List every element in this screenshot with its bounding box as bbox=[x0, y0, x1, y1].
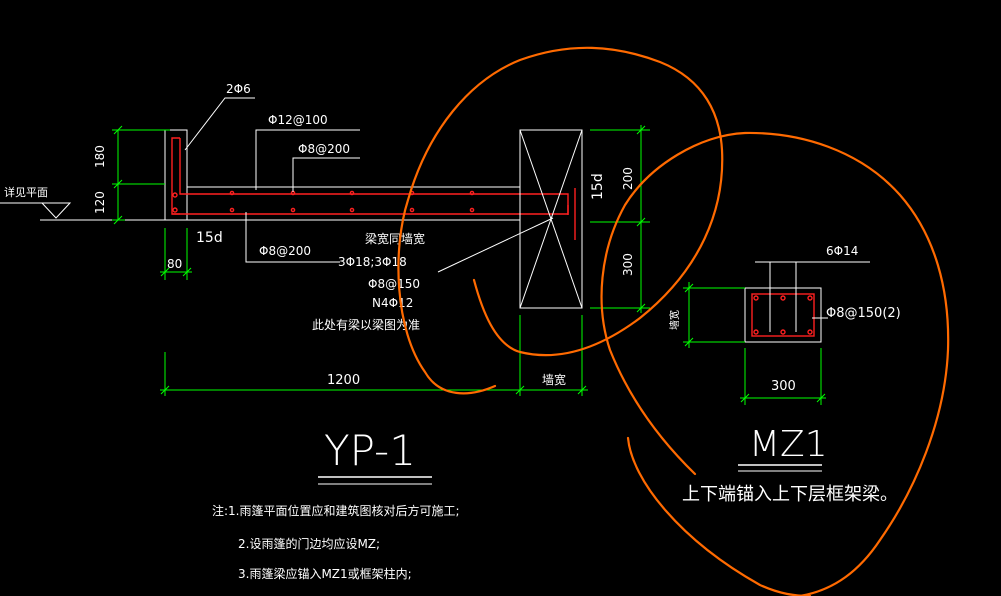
note-line: 3.雨篷梁应锚入MZ1或框架柱内; bbox=[238, 566, 412, 581]
dim-180: 180 bbox=[93, 145, 107, 168]
mz1-section: 6Φ14 Φ8@150(2) 墙宽 300 MZ1 上下端锚入上下层框架梁。 bbox=[668, 244, 901, 505]
hand-markup bbox=[397, 46, 950, 596]
beam-note-line: N4Φ12 bbox=[372, 296, 413, 310]
leader-phi8-bot bbox=[245, 212, 340, 263]
beam-outline bbox=[519, 129, 583, 309]
dim-1200: 1200 bbox=[327, 373, 360, 388]
yp1-title: YP-1 bbox=[324, 426, 416, 475]
label-phi8-200-bot: Φ8@200 bbox=[259, 244, 311, 258]
dim-qiangkuan: 墙宽 bbox=[542, 372, 566, 387]
beam-note-line: 此处有梁以梁图为准 bbox=[312, 317, 420, 332]
rebar-bottom bbox=[171, 137, 569, 215]
label-phi12-100: Φ12@100 bbox=[268, 113, 328, 127]
mz1-column-outline bbox=[744, 287, 822, 343]
level-marker-icon bbox=[41, 202, 72, 219]
mz1-label-stirrup: Φ8@150(2) bbox=[826, 306, 901, 321]
dim-80 bbox=[160, 228, 192, 280]
dim-15d-left: 15d bbox=[196, 230, 223, 246]
label-xiangjian: 详见平面 bbox=[4, 185, 48, 199]
beam-note-line: 3Φ18;3Φ18 bbox=[338, 255, 407, 269]
beam-note-line: Φ8@150 bbox=[368, 277, 420, 291]
dim-15d-right: 15d bbox=[590, 173, 606, 200]
note-line: 2.设雨篷的门边均应设MZ; bbox=[238, 536, 380, 551]
dim-left-vertical bbox=[112, 125, 170, 225]
markup-curve-tail bbox=[626, 436, 812, 596]
rebar-top bbox=[179, 138, 569, 215]
mz1-stirrup bbox=[751, 293, 815, 337]
label-phi8-200-top: Φ8@200 bbox=[298, 142, 350, 156]
dim-80-label: 80 bbox=[167, 257, 182, 271]
beam-note: 梁宽同墙宽 3Φ18;3Φ18 Φ8@150 N4Φ12 此处有梁以梁图为准 bbox=[312, 231, 425, 332]
mz1-title: MZ1 bbox=[749, 424, 828, 465]
markup-curve-left bbox=[397, 46, 724, 395]
dim-bottom bbox=[160, 315, 588, 396]
leader-2phi6 bbox=[184, 97, 255, 151]
mz1-dim-bottom bbox=[740, 348, 826, 405]
mz1-label-qiangkuan: 墙宽 bbox=[668, 310, 681, 330]
mz1-handwritten-note: 上下端锚入上下层框架梁。 bbox=[682, 484, 898, 505]
dim-right-vertical bbox=[590, 125, 650, 313]
yp1-section: 详见平面 2Φ6 bbox=[0, 82, 650, 485]
general-notes: 注:1.雨篷平面位置应和建筑图核对后方可施工; 2.设雨篷的门边均应设MZ; 3… bbox=[212, 503, 460, 581]
dim-120: 120 bbox=[93, 191, 107, 214]
leader-beam-note bbox=[437, 217, 554, 273]
dim-300: 300 bbox=[621, 253, 635, 276]
parapet-outline bbox=[164, 129, 188, 221]
note-line: 注:1.雨篷平面位置应和建筑图核对后方可施工; bbox=[212, 503, 460, 518]
mz1-label-6phi14: 6Φ14 bbox=[826, 244, 858, 258]
dim-200: 200 bbox=[621, 167, 635, 190]
mz1-dim-300: 300 bbox=[771, 379, 796, 394]
beam-note-line: 梁宽同墙宽 bbox=[365, 231, 425, 246]
leader-phi8-top bbox=[292, 157, 360, 192]
leader-phi12 bbox=[255, 129, 360, 190]
label-2phi6: 2Φ6 bbox=[226, 82, 251, 96]
markup-curve-right bbox=[600, 131, 950, 596]
mz1-rebar-dots bbox=[753, 295, 813, 335]
mz1-dim-left bbox=[683, 282, 745, 348]
